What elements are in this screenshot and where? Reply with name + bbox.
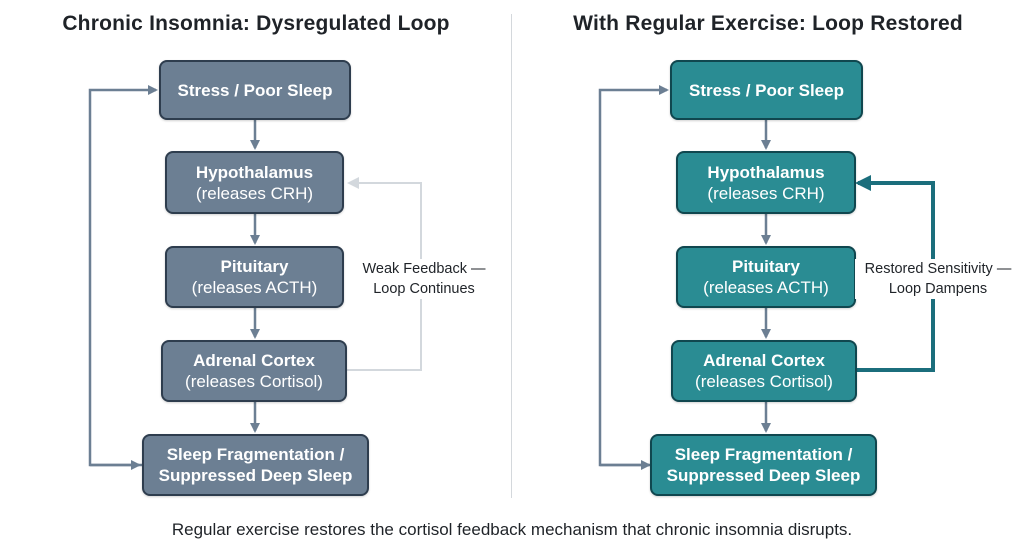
right-node-adrenal: Adrenal Cortex (releases Cortisol) <box>671 340 857 402</box>
right-node-adrenal-detail: (releases Cortisol) <box>695 372 833 391</box>
left-node-stress: Stress / Poor Sleep <box>159 60 351 120</box>
left-node-sleep: Sleep Fragmentation / Suppressed Deep Sl… <box>142 434 369 496</box>
right-node-stress-label: Stress / Poor Sleep <box>689 80 844 100</box>
left-node-hypothalamus-detail: (releases CRH) <box>195 183 314 203</box>
left-node-pituitary-title: Pituitary <box>220 257 289 276</box>
right-node-hypothalamus: Hypothalamus (releases CRH) <box>676 151 856 214</box>
weak-feedback-label: Weak Feedback — Loop Continues <box>356 259 492 299</box>
right-node-pituitary-title: Pituitary <box>731 257 801 276</box>
restored-feedback-label-line2: Loop Dampens <box>888 281 988 297</box>
right-node-sleep-line1: Sleep Fragmentation / <box>674 445 853 464</box>
diagram-caption: Regular exercise restores the cortisol f… <box>171 520 853 539</box>
left-node-adrenal-detail: (releases Cortisol) <box>185 372 323 391</box>
left-node-pituitary-detail: (releases ACTH) <box>191 278 318 297</box>
left-node-sleep-line1: Sleep Fragmentation / <box>166 445 345 464</box>
left-node-hypothalamus: Hypothalamus (releases CRH) <box>165 151 344 214</box>
right-node-stress: Stress / Poor Sleep <box>670 60 863 120</box>
left-node-adrenal-title: Adrenal Cortex <box>193 351 315 370</box>
right-node-adrenal-title: Adrenal Cortex <box>703 351 825 370</box>
right-panel-title: With Regular Exercise: Loop Restored <box>573 12 963 35</box>
weak-feedback-label-line2: Loop Continues <box>373 281 475 297</box>
loop-arrow-left <box>88 85 158 467</box>
left-panel-title: Chronic Insomnia: Dysregulated Loop <box>62 12 450 35</box>
weak-feedback-label-line1: Weak Feedback — <box>362 261 486 277</box>
panel-divider <box>511 14 512 498</box>
left-node-sleep-line2: Suppressed Deep Sleep <box>158 466 353 485</box>
left-node-stress-label: Stress / Poor Sleep <box>177 80 333 100</box>
left-node-pituitary: Pituitary (releases ACTH) <box>165 246 344 308</box>
left-node-adrenal: Adrenal Cortex (releases Cortisol) <box>161 340 347 402</box>
right-node-pituitary: Pituitary (releases ACTH) <box>676 246 856 308</box>
right-node-hypothalamus-title: Hypothalamus <box>707 162 825 182</box>
right-node-pituitary-detail: (releases ACTH) <box>703 278 829 297</box>
left-node-hypothalamus-title: Hypothalamus <box>195 162 314 182</box>
loop-arrow-right <box>598 85 669 467</box>
right-node-hypothalamus-detail: (releases CRH) <box>707 183 825 203</box>
right-node-sleep-line2: Suppressed Deep Sleep <box>666 466 861 485</box>
restored-feedback-label: Restored Sensitivity — Loop Dampens <box>855 259 1021 299</box>
restored-feedback-label-line1: Restored Sensitivity — <box>864 261 1012 277</box>
right-node-sleep: Sleep Fragmentation / Suppressed Deep Sl… <box>650 434 877 496</box>
